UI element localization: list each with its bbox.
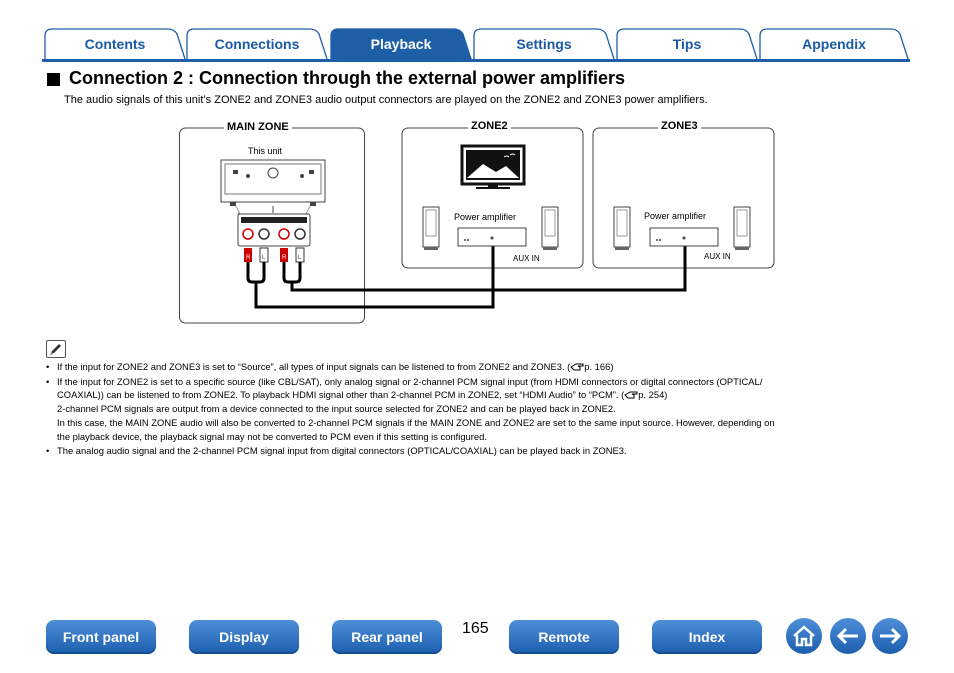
section-heading: Connection 2 : Connection through the ex… [47,68,625,89]
tab-label: Settings [516,35,572,52]
previous-page-button[interactable] [830,618,866,654]
index-button[interactable]: Index [652,620,762,654]
home-icon [793,625,815,647]
note-text: In this case, the MAIN ZONE audio will a… [57,416,775,428]
arrow-right-icon [880,627,902,645]
rca-plug-icons: R L R L [244,247,305,263]
tab-appendix[interactable]: Appendix [759,28,909,59]
tab-settings[interactable]: Settings [473,28,615,59]
cable-lines [246,244,687,309]
diagram-drawing: R L R L [179,127,775,324]
zone3-power-amp-label: Power amplifier [644,211,707,221]
note-item: If the input for ZONE2 is set to a speci… [46,375,908,444]
svg-text:R: R [282,255,287,261]
note-item: If the input for ZONE2 and ZONE3 is set … [46,360,908,374]
next-page-button[interactable] [872,618,908,654]
tab-connections[interactable]: Connections [186,28,328,59]
zone3-aux-in-label: AUX IN [704,252,731,261]
tab-tips[interactable]: Tips [616,28,758,59]
zone3-label: ZONE3 [658,120,701,132]
zone2-amplifier-icon [457,227,527,247]
note-text: COAXIAL)) can be listened to from ZONE2.… [57,389,625,401]
note-text: the playback device, the playback signal… [57,430,487,442]
note-text: 2-channel PCM signals are output from a … [57,403,616,415]
rear-panel-button[interactable]: Rear panel [332,620,442,654]
notes-list: If the input for ZONE2 and ZONE3 is set … [46,360,908,459]
connection-diagram: R L R L [178,120,778,326]
tab-label: Contents [84,35,146,52]
tab-label: Connections [214,35,300,52]
tab-label: Appendix [802,35,866,52]
tab-underline [42,59,910,62]
note-text: If the input for ZONE2 is set to a speci… [57,375,763,387]
display-button[interactable]: Display [189,620,299,654]
tab-playback[interactable]: Playback [330,28,472,59]
zone2-label: ZONE2 [468,120,511,132]
intro-text: The audio signals of this unit’s ZONE2 a… [64,94,708,106]
zone3-amplifier-icon [649,227,719,247]
this-unit-label: This unit [248,146,283,156]
page-title: Connection 2 : Connection through the ex… [69,68,626,88]
tab-bar: Contents Connections Playback Settings T… [0,0,954,64]
rear-panel-zoom-icon [235,205,311,247]
note-page-link[interactable]: p. 254) [638,389,668,401]
hand-reference-icon [624,391,638,399]
svg-text:L: L [298,255,302,261]
tab-contents[interactable]: Contents [44,28,186,59]
tab-label: Playback [370,35,432,52]
page-number: 165 [462,620,489,637]
hand-reference-icon [570,363,584,371]
note-text: If the input for ZONE2 and ZONE3 is set … [57,361,571,372]
zone2-power-amp-label: Power amplifier [454,212,517,222]
receiver-icon [220,159,326,215]
svg-text:R: R [246,255,251,261]
main-zone-label: MAIN ZONE [224,121,292,133]
note-page-link[interactable]: p. 166) [584,361,614,372]
svg-text:L: L [262,255,266,261]
home-button[interactable] [786,618,822,654]
zone2-speakers-icon [422,206,559,250]
square-bullet-icon [47,72,60,86]
remote-button[interactable]: Remote [509,620,619,654]
tab-label: Tips [672,35,702,52]
note-item: The analog audio signal and the 2-channe… [46,444,908,458]
zone3-speakers-icon [613,206,751,250]
pencil-note-icon [46,340,66,358]
note-text: The analog audio signal and the 2-channe… [57,445,627,457]
tv-icon [460,144,526,189]
zone2-aux-in-label: AUX IN [513,254,540,263]
arrow-left-icon [836,627,858,645]
front-panel-button[interactable]: Front panel [46,620,156,654]
